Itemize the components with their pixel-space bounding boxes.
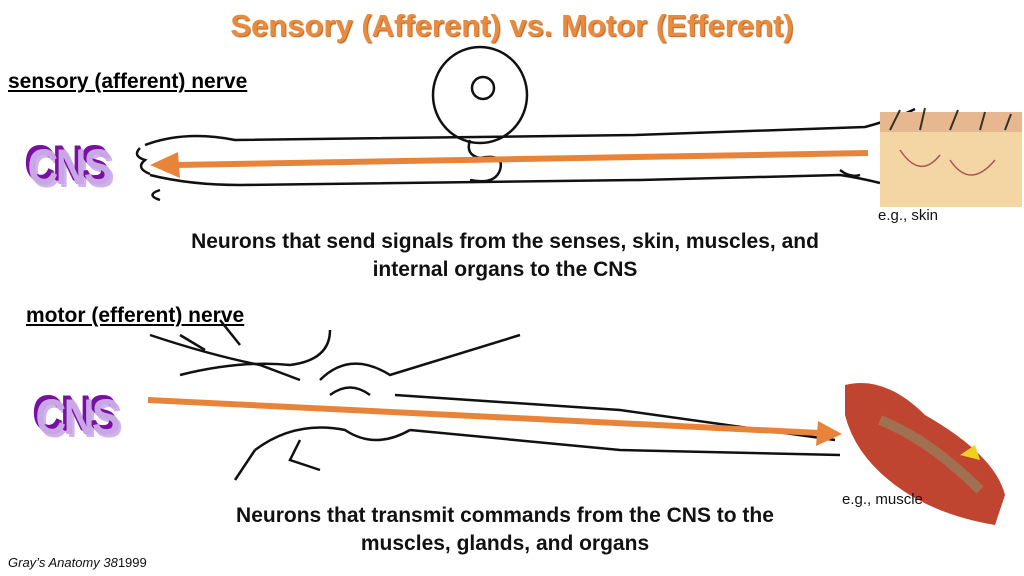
motor-arrow-head bbox=[816, 421, 842, 446]
skin-example-label: e.g., skin bbox=[878, 207, 939, 224]
sensory-description-line2: internal organs to the CNS bbox=[372, 258, 638, 281]
motor-cns-label: CNS bbox=[33, 386, 118, 442]
skin-illustration bbox=[880, 107, 1022, 207]
motor-description-line1: Neurons that transmit commands from the … bbox=[236, 504, 774, 527]
credit-year: 1999 bbox=[117, 555, 147, 570]
motor-description-line2: muscles, glands, and organs bbox=[360, 532, 650, 555]
sensory-heading: sensory (afferent) nerve bbox=[8, 70, 248, 93]
motor-arrow-shaft bbox=[147, 397, 821, 436]
slide-title: Sensory (Afferent) vs. Motor (Efferent) bbox=[230, 8, 794, 43]
muscle-example-label: e.g., muscle bbox=[842, 491, 923, 508]
sensory-neuron-drawing bbox=[135, 45, 916, 202]
motor-heading: motor (efferent) nerve bbox=[26, 304, 245, 327]
motor-description: Neurons that transmit commands from the … bbox=[100, 502, 910, 558]
motor-neuron-drawing bbox=[149, 319, 841, 481]
sensory-arrow-shaft bbox=[174, 150, 869, 168]
sensory-cns-label: CNS bbox=[25, 136, 110, 192]
credit-source: Gray’s Anatomy 38 bbox=[8, 555, 118, 570]
sensory-description-line1: Neurons that send signals from the sense… bbox=[191, 230, 819, 253]
source-credit: Gray’s Anatomy 381999 bbox=[8, 555, 147, 570]
sensory-arrow-head bbox=[150, 152, 180, 178]
sensory-description: Neurons that send signals from the sense… bbox=[100, 228, 910, 284]
muscle-illustration bbox=[845, 383, 1005, 525]
